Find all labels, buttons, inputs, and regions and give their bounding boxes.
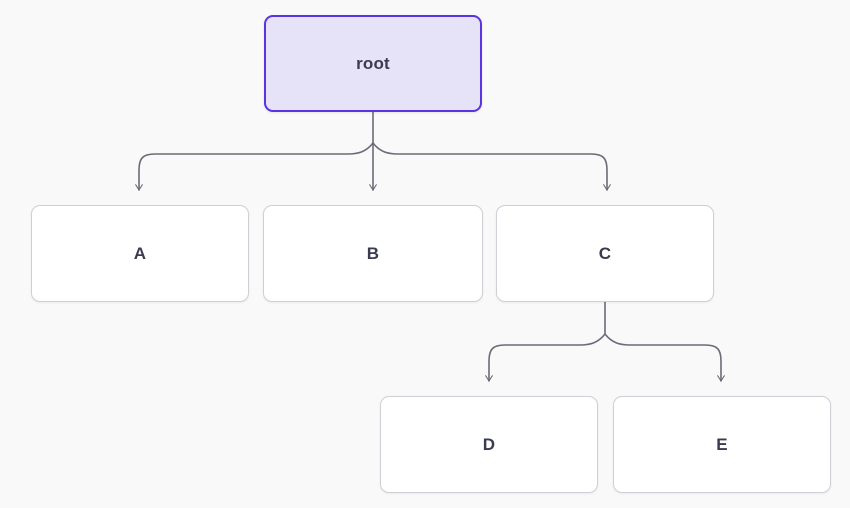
node-e-label: E: [716, 435, 728, 454]
node-c[interactable]: C: [496, 205, 714, 302]
edge-C-D: [485, 333, 606, 382]
node-b[interactable]: B: [263, 205, 483, 302]
edge-C-E: [604, 333, 725, 382]
node-b-label: B: [366, 244, 380, 263]
edge-root-A: [135, 142, 374, 191]
node-e[interactable]: E: [613, 396, 831, 493]
node-d[interactable]: D: [380, 396, 598, 493]
node-c-label: C: [598, 244, 612, 263]
node-d-label: D: [482, 435, 496, 454]
node-a[interactable]: A: [31, 205, 249, 302]
node-a-label: A: [133, 244, 147, 263]
node-root[interactable]: root: [264, 15, 482, 112]
node-root-label: root: [356, 54, 390, 73]
edge-root-C: [372, 142, 611, 191]
